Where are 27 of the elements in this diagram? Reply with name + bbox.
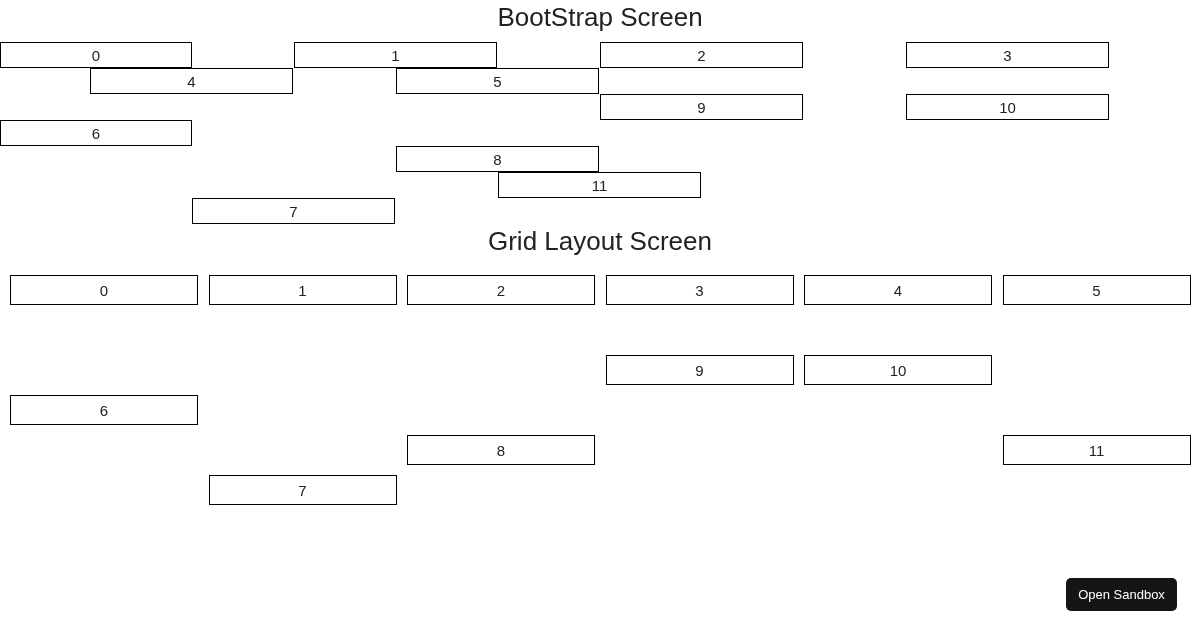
layout-box: 10 <box>804 355 992 385</box>
layout-box: 2 <box>600 42 803 68</box>
layout-box: 3 <box>605 275 794 305</box>
section-heading: Grid Layout Screen <box>487 226 713 256</box>
layout-box: 5 <box>1002 275 1191 305</box>
layout-box: 11 <box>498 172 701 198</box>
layout-box: 8 <box>407 435 595 465</box>
layout-box: 10 <box>906 94 1109 120</box>
open-sandbox-button: Open Sandbox <box>1066 578 1177 611</box>
layout-box: 0 <box>0 42 192 68</box>
layout-box: 11 <box>1002 435 1191 465</box>
layout-box: 5 <box>396 68 599 94</box>
layout-box: 3 <box>906 42 1109 68</box>
layout-box: 4 <box>90 68 293 94</box>
layout-box: 1 <box>294 42 497 68</box>
layout-box: 9 <box>600 94 803 120</box>
layout-box: 4 <box>804 275 992 305</box>
layout-box: 2 <box>407 275 595 305</box>
layout-box: 9 <box>605 355 794 385</box>
layout-box: 7 <box>208 475 397 505</box>
layout-box: 7 <box>192 198 395 224</box>
layout-box: 8 <box>396 146 599 172</box>
layout-box: 6 <box>10 395 198 425</box>
layout-box: 0 <box>10 275 198 305</box>
layout-box: 6 <box>0 120 192 146</box>
layout-box: 1 <box>208 275 397 305</box>
section-heading: BootStrap Screen <box>496 2 704 32</box>
